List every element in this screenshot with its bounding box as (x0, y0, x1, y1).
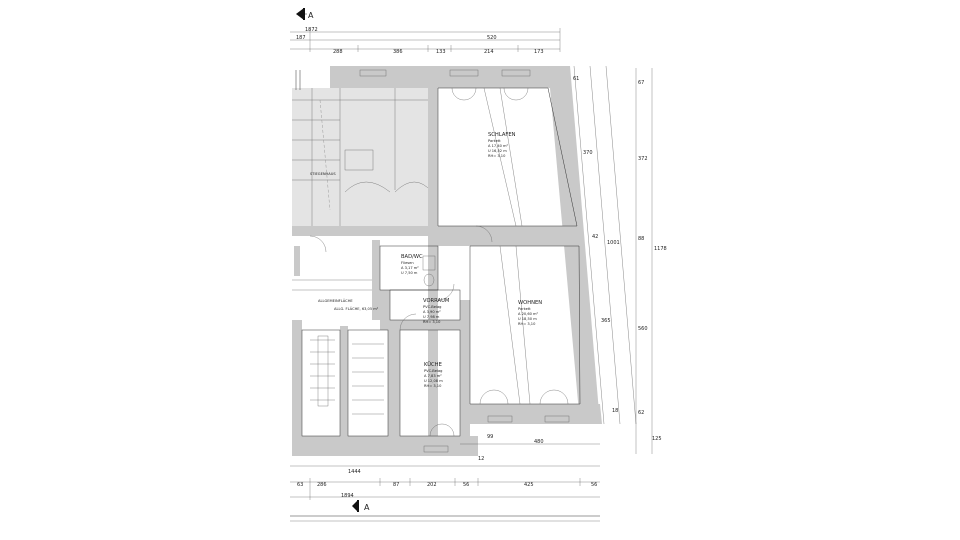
section-marker-top: A (296, 8, 314, 20)
top-dimensions: 1872 187 520 288 386 133 214 173 (290, 27, 561, 55)
svg-text:PVC-Belag: PVC-Belag (424, 369, 442, 373)
dim-top-133: 133 (436, 49, 446, 55)
door-swings (309, 87, 569, 437)
dim-bottom-12: 12 (478, 456, 484, 462)
dim-right3-125: 125 (652, 436, 662, 442)
room-kueche: KÜCHE PVC-Belag A 7,83 m² U 12,08 m RH= … (424, 361, 443, 388)
room-vorraum: VORRAUM PVC-Belag A 3,90 m² U 7,98 m RH=… (423, 298, 449, 324)
misc-marks (292, 70, 372, 291)
room-name-corridor: ALLGEMEINFLÄCHE (318, 298, 353, 303)
dim-bottom-1444: 1444 (348, 469, 361, 475)
dim-right1-18: 18 (612, 408, 618, 414)
svg-text:Parkett: Parkett (488, 139, 501, 143)
lower-stairs (310, 335, 384, 415)
dim-bottom-1894: 1894 (341, 493, 354, 499)
bottom-dimensions: 480 99 12 1444 63 286 87 202 56 425 56 1… (290, 434, 600, 500)
room-name-kueche: KÜCHE (424, 361, 442, 368)
room-name-vorraum: VORRAUM (423, 298, 449, 304)
room-name-bad: BAD/WC (401, 254, 423, 260)
dim-right3-67: 67 (638, 80, 644, 86)
svg-text:RH= 3,10: RH= 3,10 (488, 154, 506, 158)
svg-text:U 7,50 m: U 7,50 m (401, 271, 418, 275)
svg-text:Fliesen: Fliesen (401, 261, 414, 265)
svg-text:RH= 3,10: RH= 3,10 (518, 322, 536, 326)
section-marker-bottom-label: A (364, 503, 370, 512)
right-dimensions: 61 370 42 365 18 1001 67 372 88 560 62 1… (573, 65, 667, 454)
room-bad: BAD/WC Fliesen A 3,17 m² U 7,50 m (401, 254, 423, 275)
dim-top-520: 520 (487, 35, 497, 41)
room-wohnen: WOHNEN Parkett A 20,60 m² U 18,50 m RH= … (518, 300, 542, 326)
svg-text:RH= 3,10: RH= 3,10 (423, 320, 441, 324)
svg-text:Parkett: Parkett (518, 307, 531, 311)
dim-right3-88: 88 (638, 236, 644, 242)
dim-bottom-56a: 56 (463, 482, 469, 488)
room-schlafen: SCHLAFEN Parkett A 17,40 m² U 16,52 m RH… (488, 132, 516, 158)
svg-text:A 7,83 m²: A 7,83 m² (424, 374, 442, 378)
stairwell-label: STIEGENHAUS (310, 172, 336, 176)
dim-bottom-480: 480 (534, 439, 544, 445)
dim-right3-372: 372 (638, 156, 648, 162)
room-name-wohnen: WOHNEN (518, 300, 542, 306)
dim-bottom-56b: 56 (591, 482, 597, 488)
dim-right1-42: 42 (592, 234, 598, 240)
dim-bottom-202: 202 (427, 482, 437, 488)
dim-right1-370: 370 (583, 150, 593, 156)
windows (359, 69, 570, 453)
section-marker-bottom: A (290, 500, 600, 522)
svg-text:U 12,08 m: U 12,08 m (424, 379, 443, 383)
interior-lines (422, 87, 531, 405)
shaded-common-area: STIEGENHAUS (292, 88, 433, 226)
dim-bottom-99: 99 (487, 434, 493, 440)
svg-text:RH= 3,10: RH= 3,10 (424, 384, 442, 388)
rooms-fill (301, 87, 581, 437)
dim-right3-560: 560 (638, 326, 648, 332)
dim-bottom-425: 425 (524, 482, 534, 488)
svg-text:A 17,40 m²: A 17,40 m² (488, 144, 509, 148)
dim-top-173: 173 (534, 49, 544, 55)
svg-text:U 7,98 m: U 7,98 m (423, 315, 440, 319)
section-marker-label: A (308, 11, 314, 20)
dim-right1-365: 365 (601, 318, 611, 324)
dim-right2-1001: 1001 (607, 240, 620, 246)
svg-text:A 20,60 m²: A 20,60 m² (518, 312, 539, 316)
room-corridor: ALLGEMEINFLÄCHE ALLG. FLÄCHE, 63,05 m² (318, 298, 379, 311)
svg-text:A 3,90 m²: A 3,90 m² (423, 310, 441, 314)
dim-right1-61: 61 (573, 76, 579, 82)
svg-text:PVC-Belag: PVC-Belag (423, 305, 441, 309)
svg-text:U 16,52 m: U 16,52 m (488, 149, 507, 153)
svg-text:A 3,17 m²: A 3,17 m² (401, 266, 419, 270)
dim-top-214: 214 (484, 49, 494, 55)
svg-text:ALLG. FLÄCHE, 63,05 m²: ALLG. FLÄCHE, 63,05 m² (334, 306, 379, 311)
dim-right3-62: 62 (638, 410, 644, 416)
dim-right3-1178: 1178 (654, 246, 667, 252)
dim-top-386: 386 (393, 49, 403, 55)
room-name-schlafen: SCHLAFEN (488, 132, 516, 138)
dim-top-288: 288 (333, 49, 343, 55)
svg-text:U 18,50 m: U 18,50 m (518, 317, 537, 321)
dim-bottom-63: 63 (297, 482, 303, 488)
dim-top-187: 187 (296, 35, 306, 41)
dim-bottom-87: 87 (393, 482, 399, 488)
dim-top-1872: 1872 (305, 27, 318, 33)
dim-bottom-286: 286 (317, 482, 327, 488)
